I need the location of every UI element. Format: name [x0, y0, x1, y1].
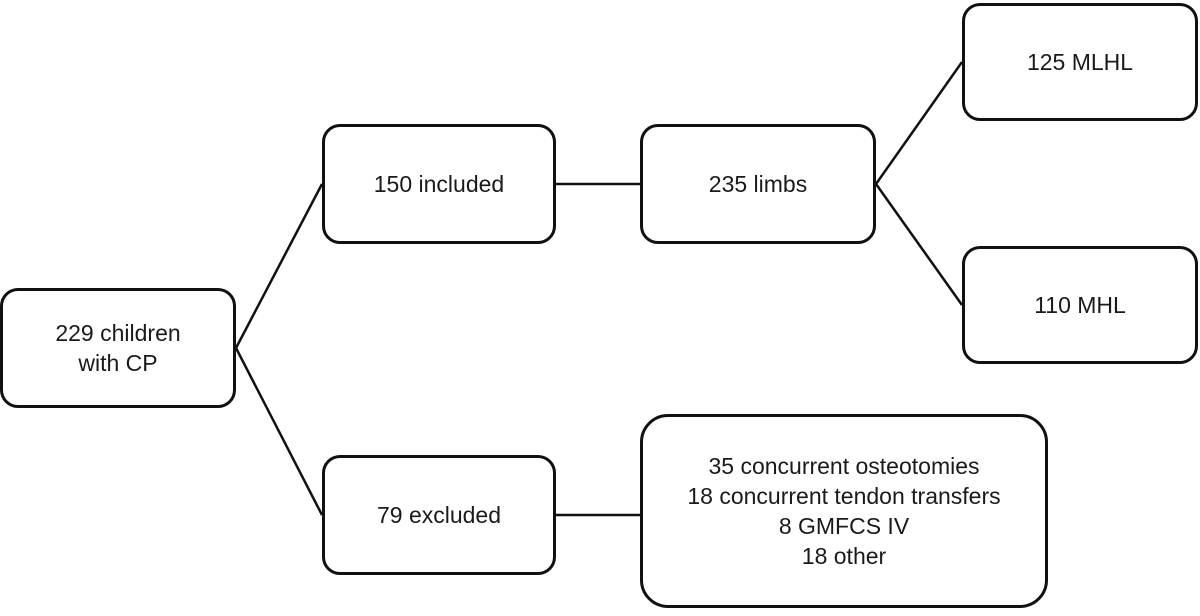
node-children-with-cp: 229 children with CP — [0, 288, 236, 408]
node-mhl: 110 MHL — [962, 246, 1198, 364]
node-limbs: 235 limbs — [640, 124, 876, 244]
node-included-label: 150 included — [373, 171, 505, 197]
edge-root-to-included — [234, 183, 324, 349]
edge-limbs-to-mhl — [874, 183, 964, 306]
node-excluded: 79 excluded — [322, 455, 556, 575]
node-mhl-label: 110 MHL — [1034, 292, 1126, 318]
exclusion-reason-other: 18 other — [801, 543, 887, 569]
exclusion-reason-osteotomies: 35 concurrent osteotomies — [708, 453, 980, 479]
node-exclusion-reasons: 35 concurrent osteotomies 18 concurrent … — [640, 414, 1048, 608]
node-mlhl-label: 125 MLHL — [1026, 49, 1134, 75]
node-root-line-2: with CP — [78, 350, 158, 376]
edge-root-to-excluded — [234, 347, 324, 516]
node-limbs-label: 235 limbs — [708, 171, 808, 197]
node-root-line-1: 229 children — [55, 320, 181, 346]
node-excluded-label: 79 excluded — [376, 502, 502, 528]
node-included: 150 included — [322, 124, 556, 244]
edge-limbs-to-mlhl — [874, 61, 964, 185]
exclusion-reason-gmfcs: 8 GMFCS IV — [778, 513, 910, 539]
exclusion-reason-tendon-transfers: 18 concurrent tendon transfers — [687, 483, 1001, 509]
node-mlhl: 125 MLHL — [962, 3, 1198, 121]
